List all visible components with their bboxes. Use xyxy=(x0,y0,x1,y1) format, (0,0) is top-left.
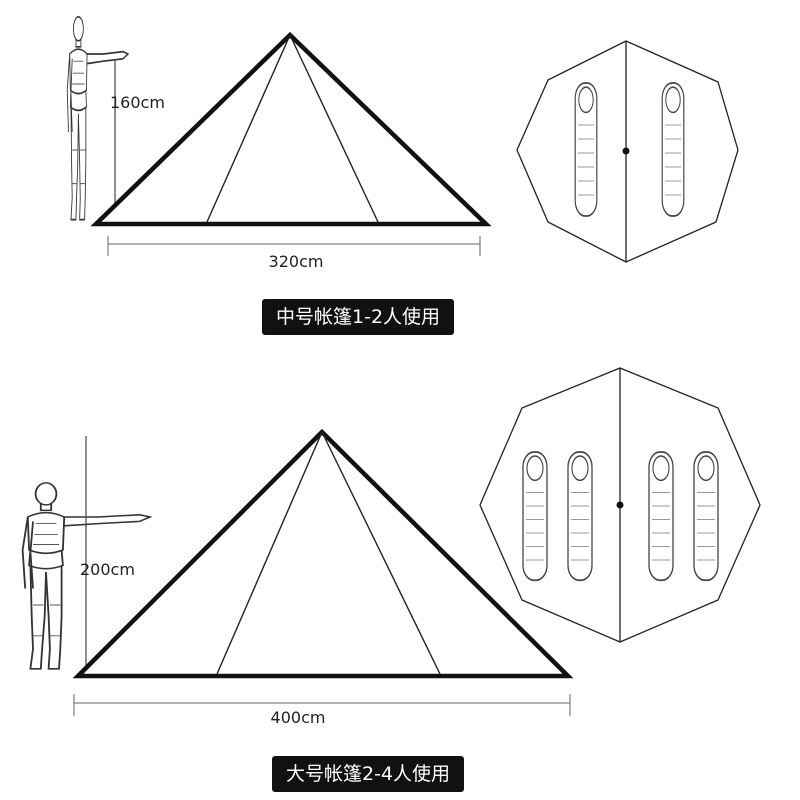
caption-large-tent: 大号帐篷2-4人使用 xyxy=(272,756,465,792)
large-tent-section: 200cm 400cm xyxy=(21,367,761,727)
height-label-medium: 160cm xyxy=(110,93,165,112)
width-label-large: 400cm xyxy=(271,708,326,727)
width-dimension-medium xyxy=(107,236,481,256)
width-dimension-large xyxy=(73,694,571,716)
tent-side-view-large xyxy=(72,428,574,679)
caption-medium-tent: 中号帐篷1-2人使用 xyxy=(262,299,455,335)
medium-tent-section: 160cm 320cm xyxy=(66,15,739,271)
floor-plan-medium xyxy=(516,40,739,263)
floor-plan-large xyxy=(479,367,761,643)
width-label-medium: 320cm xyxy=(269,252,324,271)
tent-door-line-left-medium xyxy=(206,34,291,223)
tent-door-line-right-medium xyxy=(289,34,379,223)
tent-door-line-left-large xyxy=(216,431,323,675)
height-label-large: 200cm xyxy=(80,560,135,579)
person-figure-medium xyxy=(66,15,129,221)
tent-door-line-right-large xyxy=(321,431,441,675)
tent-side-view-medium xyxy=(90,31,492,227)
